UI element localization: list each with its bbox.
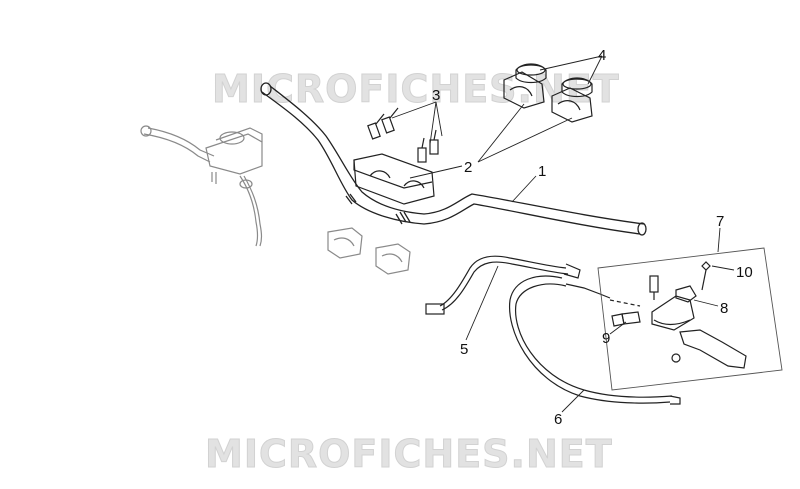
watermark-bottom: MICROFICHES.NET (205, 432, 613, 476)
risers (515, 63, 593, 98)
ghost-brake-lever-assembly (140, 125, 263, 247)
switch-cable (425, 255, 581, 315)
callout-7: 7 (716, 213, 724, 230)
callout-6: 6 (554, 411, 562, 428)
bolts (367, 107, 439, 163)
callout-9: 9 (602, 330, 610, 347)
callout-5: 5 (460, 341, 468, 358)
clamp-blocks (503, 71, 593, 123)
callout-2: 2 (464, 159, 472, 176)
watermark-top: MICROFICHES.NET (212, 67, 620, 111)
handlebar (260, 82, 647, 236)
callout-4: 4 (598, 47, 606, 64)
callout-10: 10 (736, 264, 753, 281)
ghost-clamps (327, 227, 411, 275)
callout-3: 3 (432, 87, 440, 104)
upper-clamp (353, 153, 435, 205)
callout-1: 1 (538, 163, 546, 180)
lever-assembly (609, 261, 747, 369)
leader-lines (391, 55, 735, 413)
clutch-cable (508, 275, 681, 405)
lever-assembly-box (597, 247, 783, 391)
callout-8: 8 (720, 300, 728, 317)
